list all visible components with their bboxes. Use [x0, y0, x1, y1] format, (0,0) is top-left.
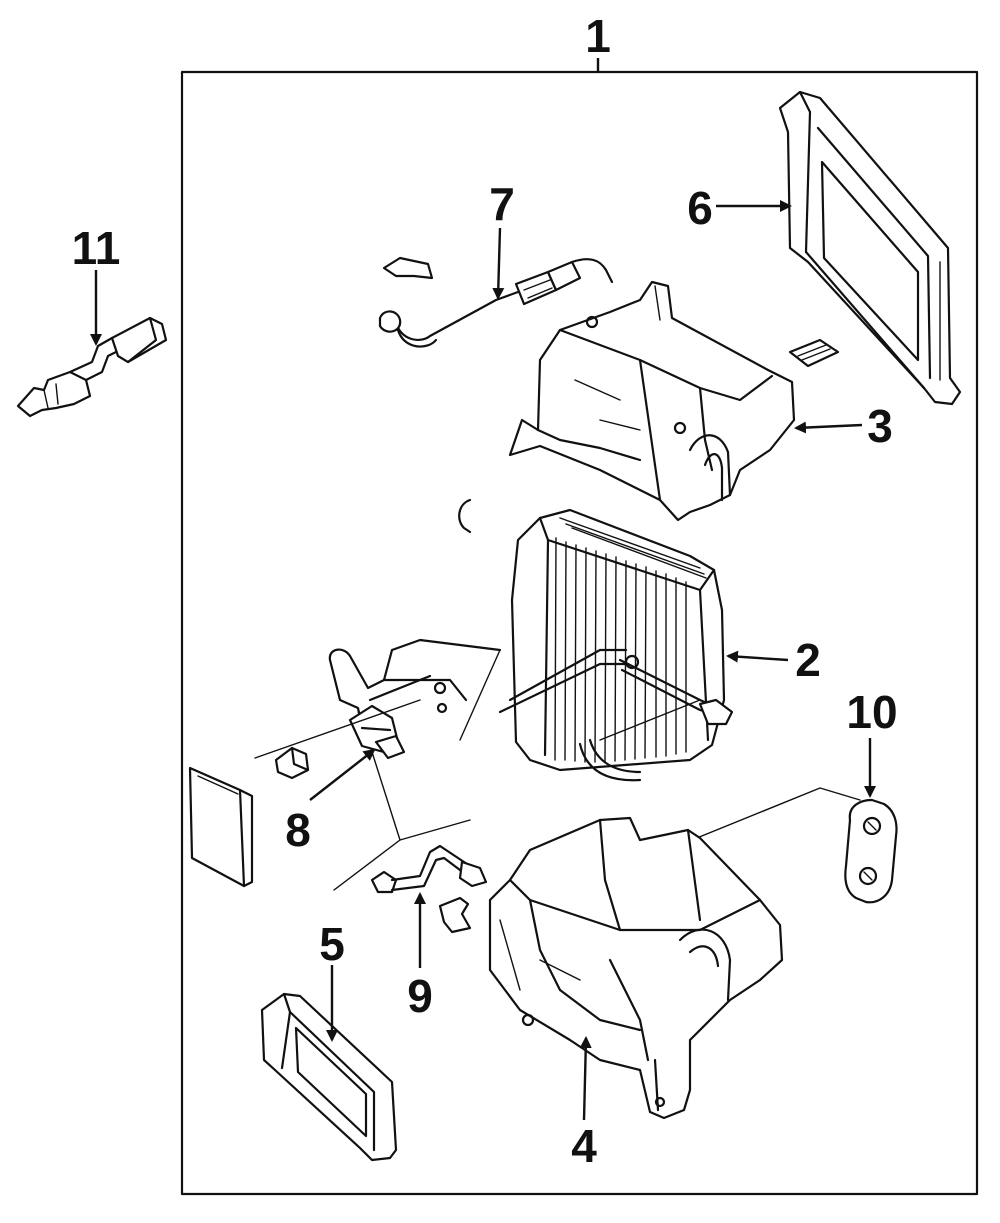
assembly-guide-lines [254, 699, 861, 919]
part-c-clip [458, 498, 472, 534]
callout-1: 1 [585, 10, 611, 62]
leader-line-4 [579, 1036, 592, 1121]
part-10-grommet [844, 798, 898, 904]
part-expansion-valve-plate [328, 638, 502, 841]
part-connector-clip [788, 338, 840, 368]
leader-line-3 [794, 421, 863, 434]
part-6-frame-seal [778, 90, 962, 406]
callout-7: 7 [489, 178, 515, 230]
callout-11: 11 [72, 222, 121, 274]
part-4-lower-case [488, 816, 784, 1120]
callout-5: 5 [319, 918, 345, 970]
callout-10: 10 [846, 686, 897, 738]
part-11-sensor [16, 316, 168, 418]
part-filter-panel [188, 766, 254, 888]
callout-4: 4 [571, 1120, 597, 1172]
part-2-evaporator-core [498, 508, 734, 782]
callout-8: 8 [285, 804, 311, 856]
callout-2: 2 [795, 634, 821, 686]
assembly-boundary-box [180, 70, 979, 1196]
part-7-sensor-harness [378, 256, 614, 348]
callout-9: 9 [407, 970, 433, 1022]
part-3-upper-case [508, 280, 796, 522]
part-small-cap [274, 746, 310, 780]
leader-line-2 [726, 650, 789, 663]
part-8-expansion-valve [348, 704, 406, 760]
part-5-lower-seal [260, 992, 398, 1162]
leader-line-7 [492, 227, 505, 300]
part-9-liquid-pipe [370, 844, 488, 934]
leader-line-8 [309, 748, 376, 801]
callout-3: 3 [867, 400, 893, 452]
callout-6: 6 [687, 182, 713, 234]
